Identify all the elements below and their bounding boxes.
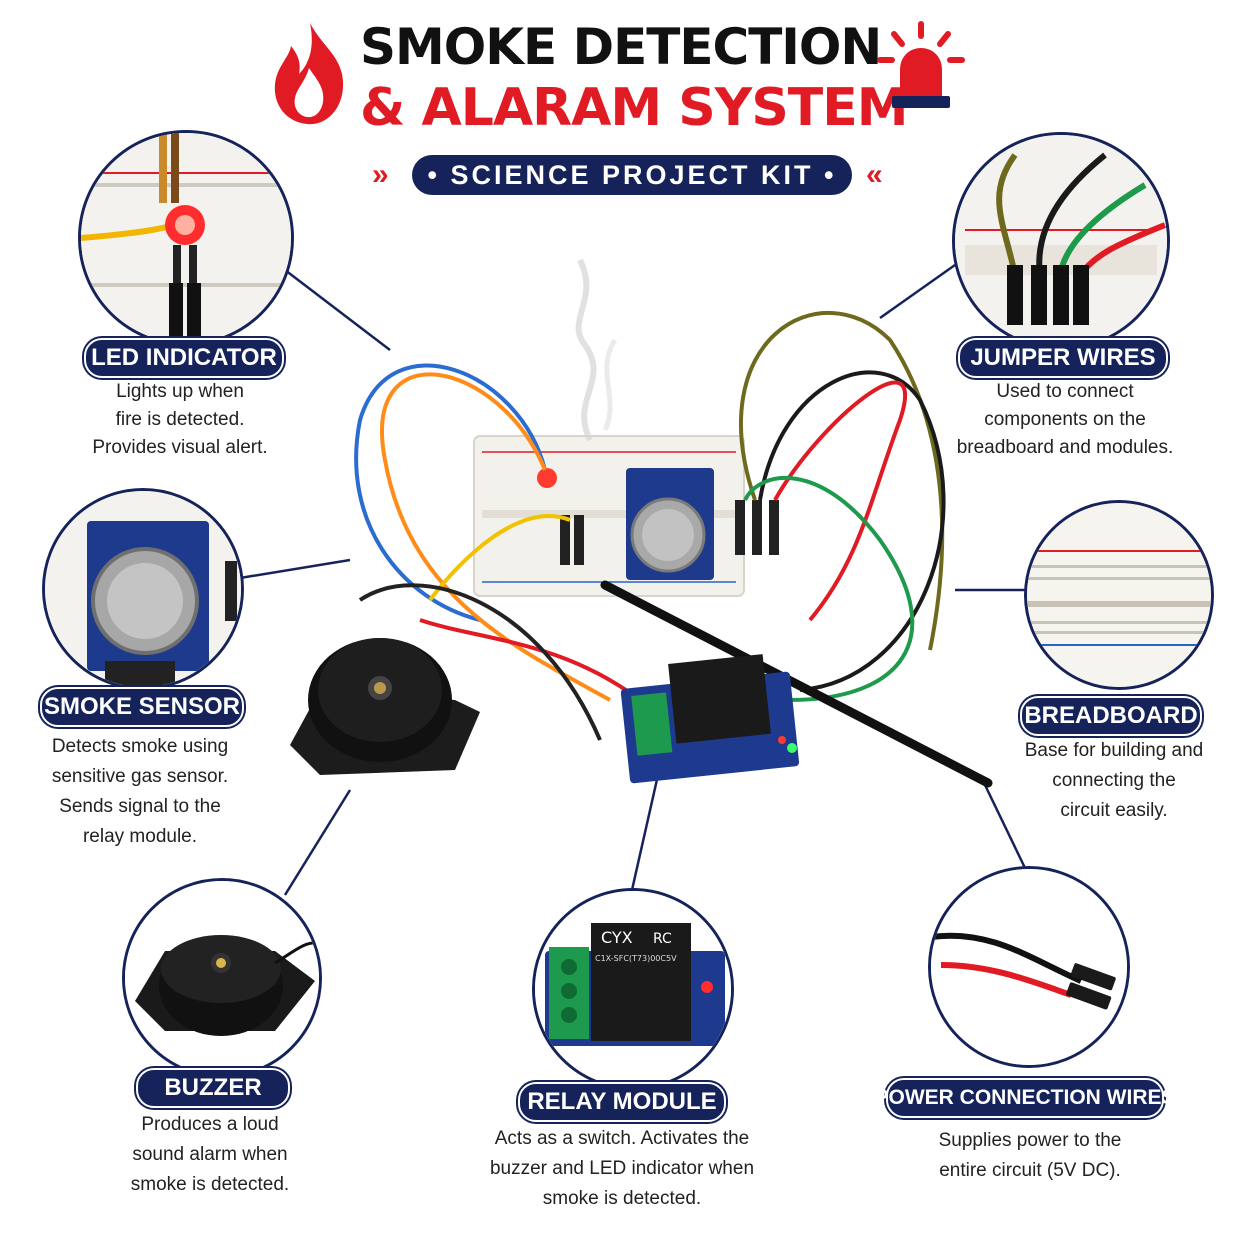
central-buzzer (290, 638, 480, 775)
buzzer-label: BUZZER (136, 1068, 290, 1108)
power-wires-description: Supplies power to the entire circuit (5V… (938, 1130, 1122, 1181)
relay-module-image: CYX RC C1X-SFC(T73)00C5V (532, 888, 734, 1090)
right-chevrons: « (866, 158, 883, 191)
central-relay (620, 654, 800, 784)
relay-module-description: Acts as a switch. Activates the buzzer a… (489, 1128, 755, 1209)
power-wires-label: POWER CONNECTION WIRES (875, 1078, 1176, 1118)
breadboard-label: BREADBOARD (1020, 696, 1202, 736)
smoke-sensor-label: SMOKE SENSOR (40, 687, 244, 727)
buzzer-image (122, 878, 322, 1078)
jumper-wires-description: Used to connect components on the breadb… (956, 381, 1174, 458)
jumper-wires-image (952, 132, 1170, 350)
connector-lines (239, 263, 1027, 896)
relay-suffix-text: RC (653, 931, 672, 947)
alarm-siren-icon (877, 21, 965, 108)
title-line-1: SMOKE DETECTION (360, 18, 882, 76)
title-line-2: & ALARAM SYSTEM (360, 78, 909, 138)
power-wires-image (928, 866, 1130, 1068)
smoke-sensor-image (42, 488, 244, 690)
relay-brand-text: CYX (601, 928, 633, 947)
breadboard-description: Base for building and connecting the cir… (1024, 740, 1204, 821)
relay-module-label: RELAY MODULE (518, 1082, 726, 1122)
led-indicator-image (78, 130, 294, 346)
central-smoke-sensor (626, 468, 714, 580)
buzzer-description: Produces a loud sound alarm when smoke i… (130, 1114, 290, 1195)
smoke-sensor-description: Detects smoke using sensitive gas sensor… (51, 736, 229, 847)
relay-part-text: C1X-SFC(T73)00C5V (595, 954, 677, 963)
central-wires (354, 311, 946, 741)
breadboard-image (1024, 500, 1214, 690)
led-indicator-description: Lights up when fire is detected. Provide… (92, 381, 268, 458)
central-led (537, 468, 557, 488)
led-indicator-label: LED INDICATOR (84, 338, 284, 378)
left-chevrons: » (372, 158, 389, 191)
fire-icon (274, 23, 344, 125)
subtitle-banner: • SCIENCE PROJECT KIT • (412, 155, 852, 195)
jumper-wires-label: JUMPER WIRES (958, 338, 1168, 378)
